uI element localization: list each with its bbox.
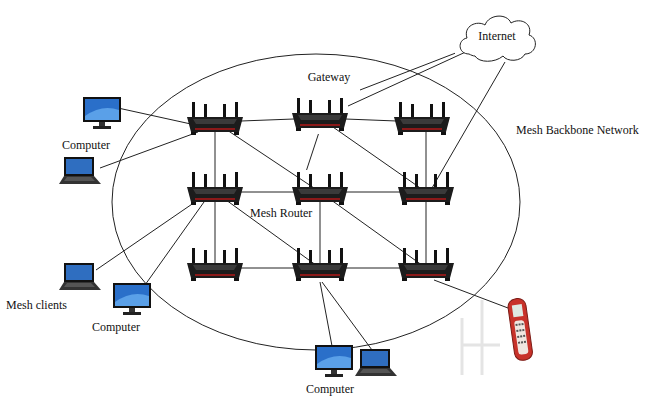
router-label: Mesh Router — [250, 206, 312, 220]
client-label: Computer — [62, 138, 110, 152]
client-label: Mesh clients — [6, 298, 67, 312]
gateway-router: Gateway — [298, 70, 360, 134]
mesh-router: Mesh Router — [246, 170, 350, 222]
link-line — [307, 134, 319, 170]
client-label: Computer — [306, 382, 354, 396]
client-label: Computer — [92, 320, 140, 334]
link-line — [360, 53, 455, 90]
internet-cloud: Internet — [455, 10, 539, 64]
cloud-label: Internet — [478, 29, 515, 43]
network-label: Mesh Backbone Network — [516, 123, 639, 137]
router-label: Gateway — [308, 70, 351, 84]
